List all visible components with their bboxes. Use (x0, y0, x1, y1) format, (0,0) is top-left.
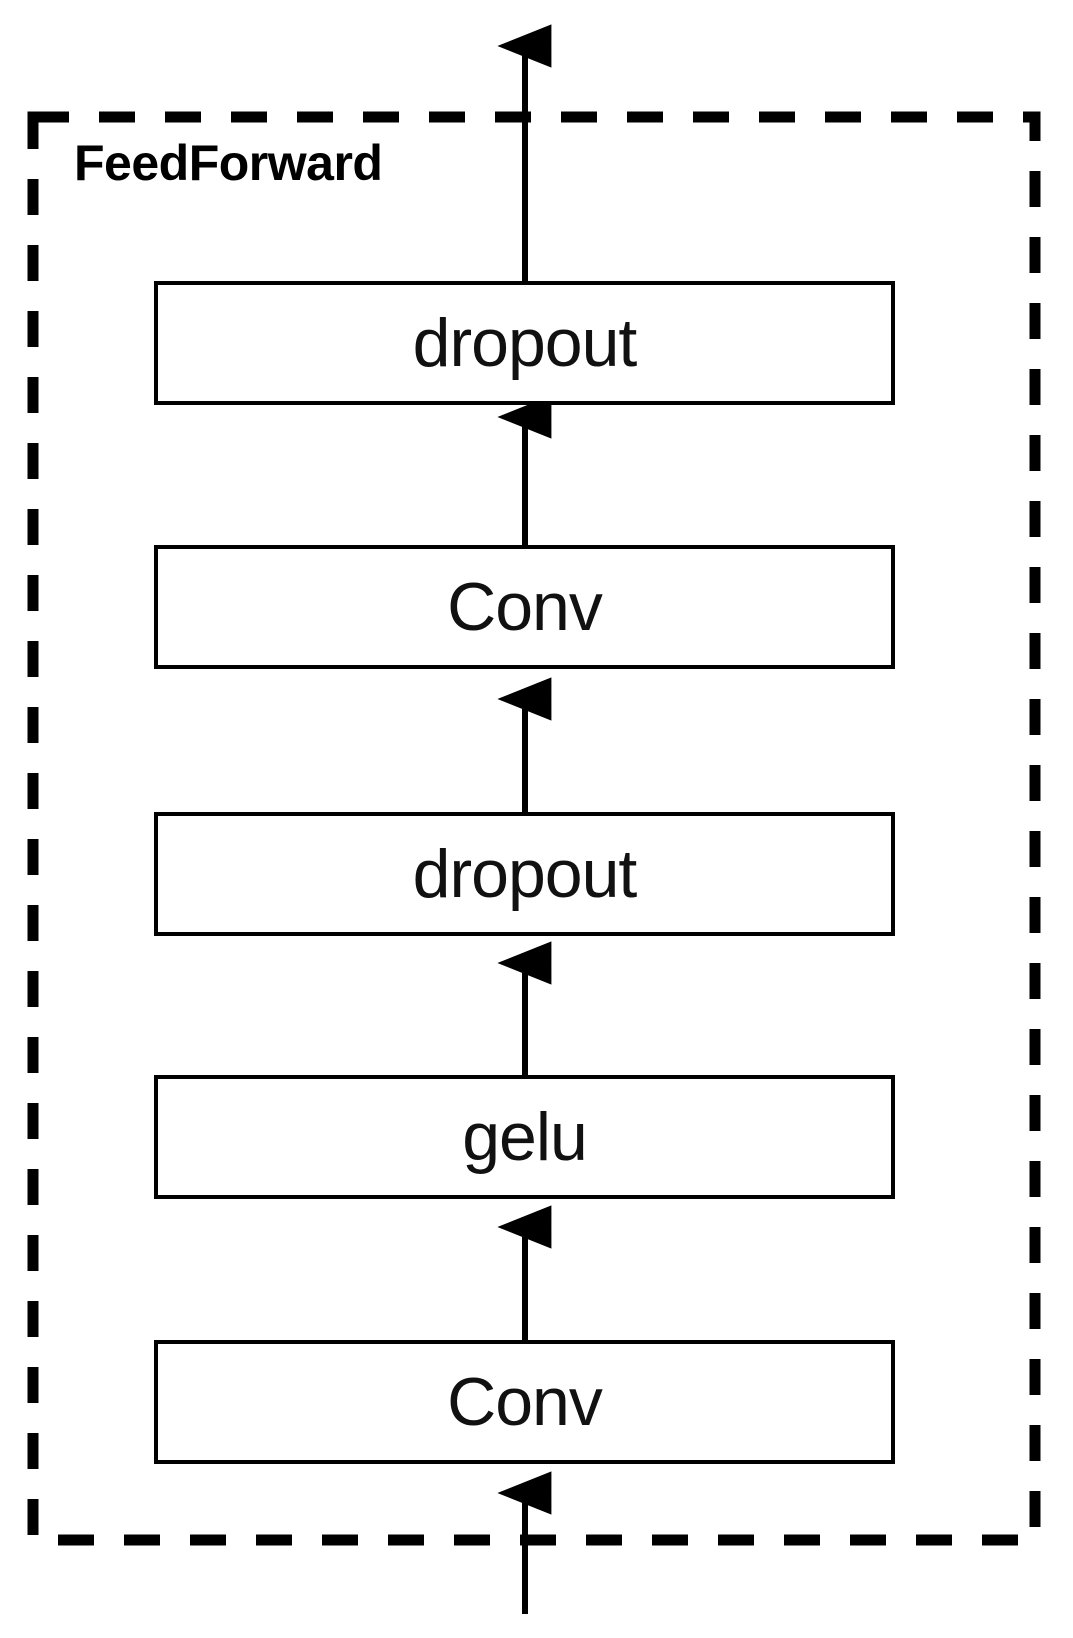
node-conv-upper[interactable]: Conv (154, 545, 895, 669)
node-label: Conv (447, 569, 603, 645)
node-label: dropout (412, 305, 638, 381)
feedforward-group-border (27, 111, 1041, 1546)
node-dropout-lower[interactable]: dropout (154, 812, 895, 936)
node-conv-lower[interactable]: Conv (154, 1340, 895, 1464)
node-label: dropout (412, 836, 638, 912)
feedforward-group-title: FeedForward (74, 135, 383, 191)
node-gelu[interactable]: gelu (154, 1075, 895, 1199)
node-label: gelu (462, 1099, 588, 1175)
node-dropout-upper[interactable]: dropout (154, 281, 895, 405)
node-label: Conv (447, 1364, 603, 1440)
